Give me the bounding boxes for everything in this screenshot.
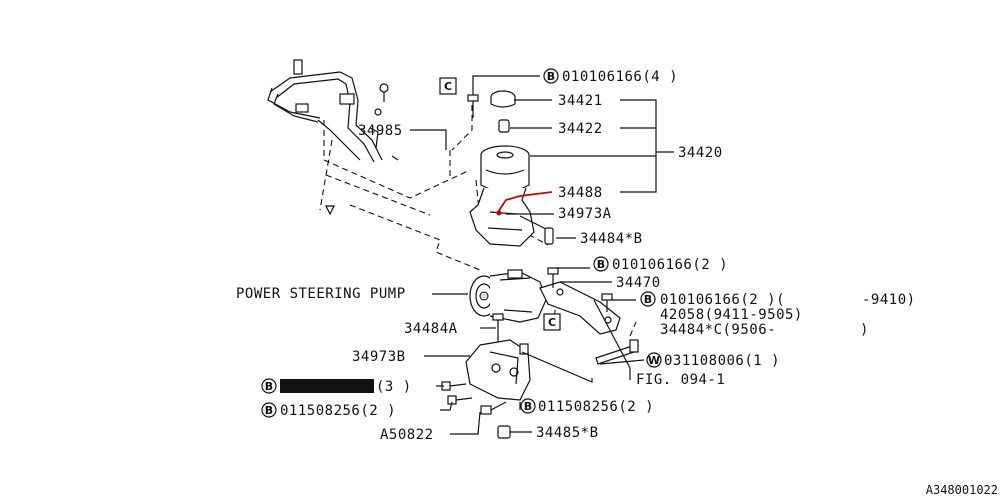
part-label-34484C: 34484*C(9506- [660,322,776,338]
part-label-34973A: 34973A [558,206,612,222]
bolt-icon [480,401,507,415]
hose-end-icon [496,210,502,216]
power-steering-pump [469,269,547,323]
circle-b-marker: B [640,291,656,307]
ref-marker-c-bottom: C [543,313,561,331]
part-label-031108006: 031108006(1 ) [664,353,780,369]
part-label-34985: 34985 [358,123,403,139]
part-label-A50822: A50822 [380,427,434,443]
bolt-icon [601,293,613,312]
part-label-011508256-right: 011508256(2 ) [538,399,654,415]
circle-b-marker: B [261,378,277,394]
part-label-34422: 34422 [558,121,603,137]
part-label-34470: 34470 [616,275,661,291]
leader-line [472,75,540,95]
part-label-34488: 34488 [558,185,603,201]
ref-marker-c-top: C [439,77,457,95]
part-label-34973B: 34973B [352,349,406,365]
svg-text:B: B [265,380,273,393]
bolt-icon [492,313,504,342]
part-label-34484B: 34484*B [580,231,643,247]
part-label-redacted-qty: (3 ) [376,379,412,395]
hose-assembly [267,59,399,163]
clip-icon [325,205,335,216]
part-label-010106166-4: 010106166(4 ) [562,69,678,85]
part-label-011508256-left: 011508256(2 ) [280,403,396,419]
svg-text:C: C [548,316,556,329]
svg-text:B: B [644,293,652,306]
svg-text:B: B [597,258,605,271]
circle-b-marker: B [593,256,609,272]
part-label-34484A: 34484A [404,321,458,337]
reservoir-tank [469,90,554,247]
svg-text:C: C [444,80,452,93]
svg-text:B: B [547,70,555,83]
circle-b-marker: B [261,402,277,418]
part-label-42058: 42058(9411-9505) [660,307,803,323]
part-label-range-9410: -9410) [862,292,916,308]
circle-b-marker: B [543,68,559,84]
circle-b-marker: B [520,398,536,414]
part-label-power-steering-pump: POWER STEERING PUMP [236,286,406,302]
part-label-010106166-2a: 010106166(2 ) [612,257,728,273]
diagram-ref-code: A348001022 [926,483,998,496]
bolt-icon [519,343,529,355]
bracket-34973B [465,339,531,401]
svg-text:W: W [648,354,660,367]
leader-lines [410,99,674,435]
part-label-34484C-close: ) [860,322,869,338]
bolt-icon [441,381,467,391]
bolt-icon [467,94,479,118]
bracket-34470 [539,281,621,335]
svg-text:B: B [524,400,532,413]
circle-w-marker: W [646,352,662,368]
part-label-34421: 34421 [558,93,603,109]
bolt-icon [547,267,559,288]
svg-text:B: B [265,404,273,417]
hose-34488-highlight [497,191,553,213]
redacted-part-number [280,379,374,393]
part-label-34485B: 34485*B [536,425,599,441]
part-label-34420: 34420 [678,145,723,161]
part-label-fig-094-1: FIG. 094-1 [636,372,725,388]
part-label-010106166-2b: 010106166(2 )( [660,292,785,308]
nut-icon [497,425,511,439]
dashed-routing [629,321,637,337]
